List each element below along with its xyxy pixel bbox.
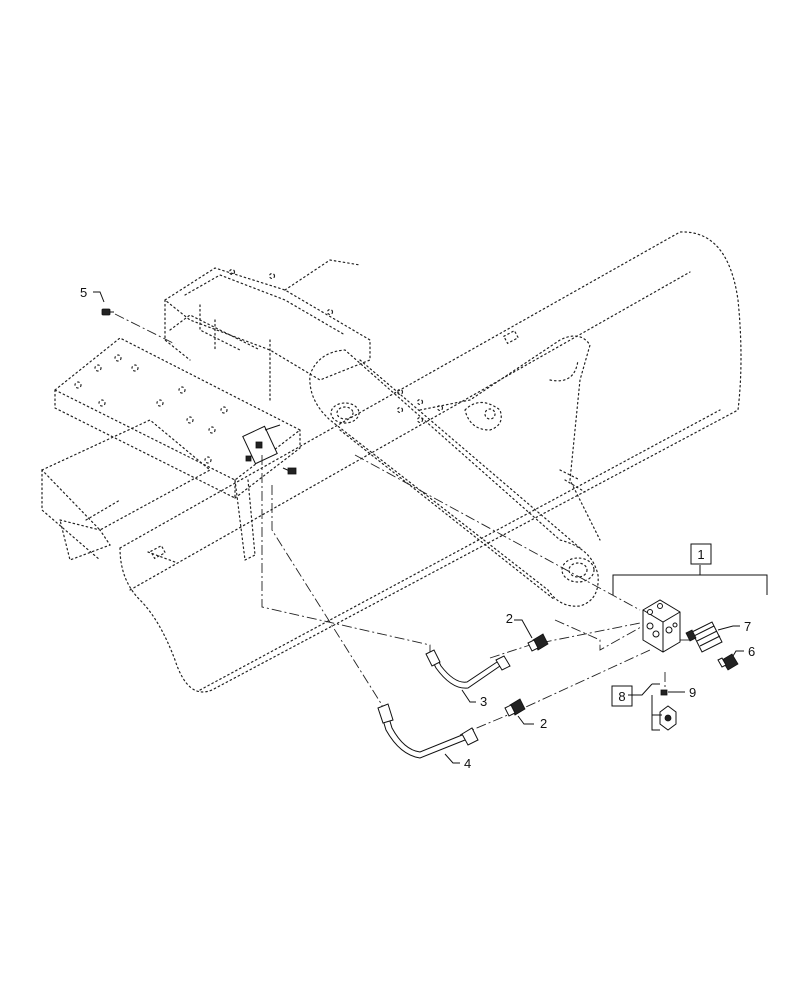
tube-item-4 [377,703,479,759]
leader-lines [93,291,768,764]
callout-1: 1 [690,543,712,565]
adapter-item-2-upper [527,633,549,652]
callout-8-text: 8 [618,689,625,704]
tube-item-3 [425,649,511,689]
cartridge-item-7 [685,621,723,653]
callout-8: 8 [611,685,633,707]
callout-labels: 1 2 2 3 4 5 6 7 8 9 [80,285,755,771]
front-beam [40,419,212,561]
small-valve-assembly [242,424,297,475]
plug-item-6 [717,653,739,671]
axle-beam [119,231,742,693]
callout-2-upper-text: 2 [506,611,513,626]
valve-block-item-1 [642,599,681,653]
assembly-centerlines [261,454,692,736]
callout-4-text: 4 [464,756,471,771]
callout-5-text: 5 [80,285,87,300]
mounting-plate [53,314,302,499]
callout-3-text: 3 [480,694,487,709]
callout-1-text: 1 [697,547,704,562]
callout-7-text: 7 [744,619,751,634]
callout-2-lower-text: 2 [540,716,547,731]
callout-9-text: 9 [689,685,696,700]
pivot-frame [163,259,371,381]
fitting-item-8 [659,705,677,731]
support-bracket [234,479,256,561]
bolt-item-5 [101,308,176,345]
adapter-item-2-lower [504,698,526,717]
fitting-item-9 [660,672,668,696]
callout-6-text: 6 [748,644,755,659]
a-frame-arm [309,335,601,607]
